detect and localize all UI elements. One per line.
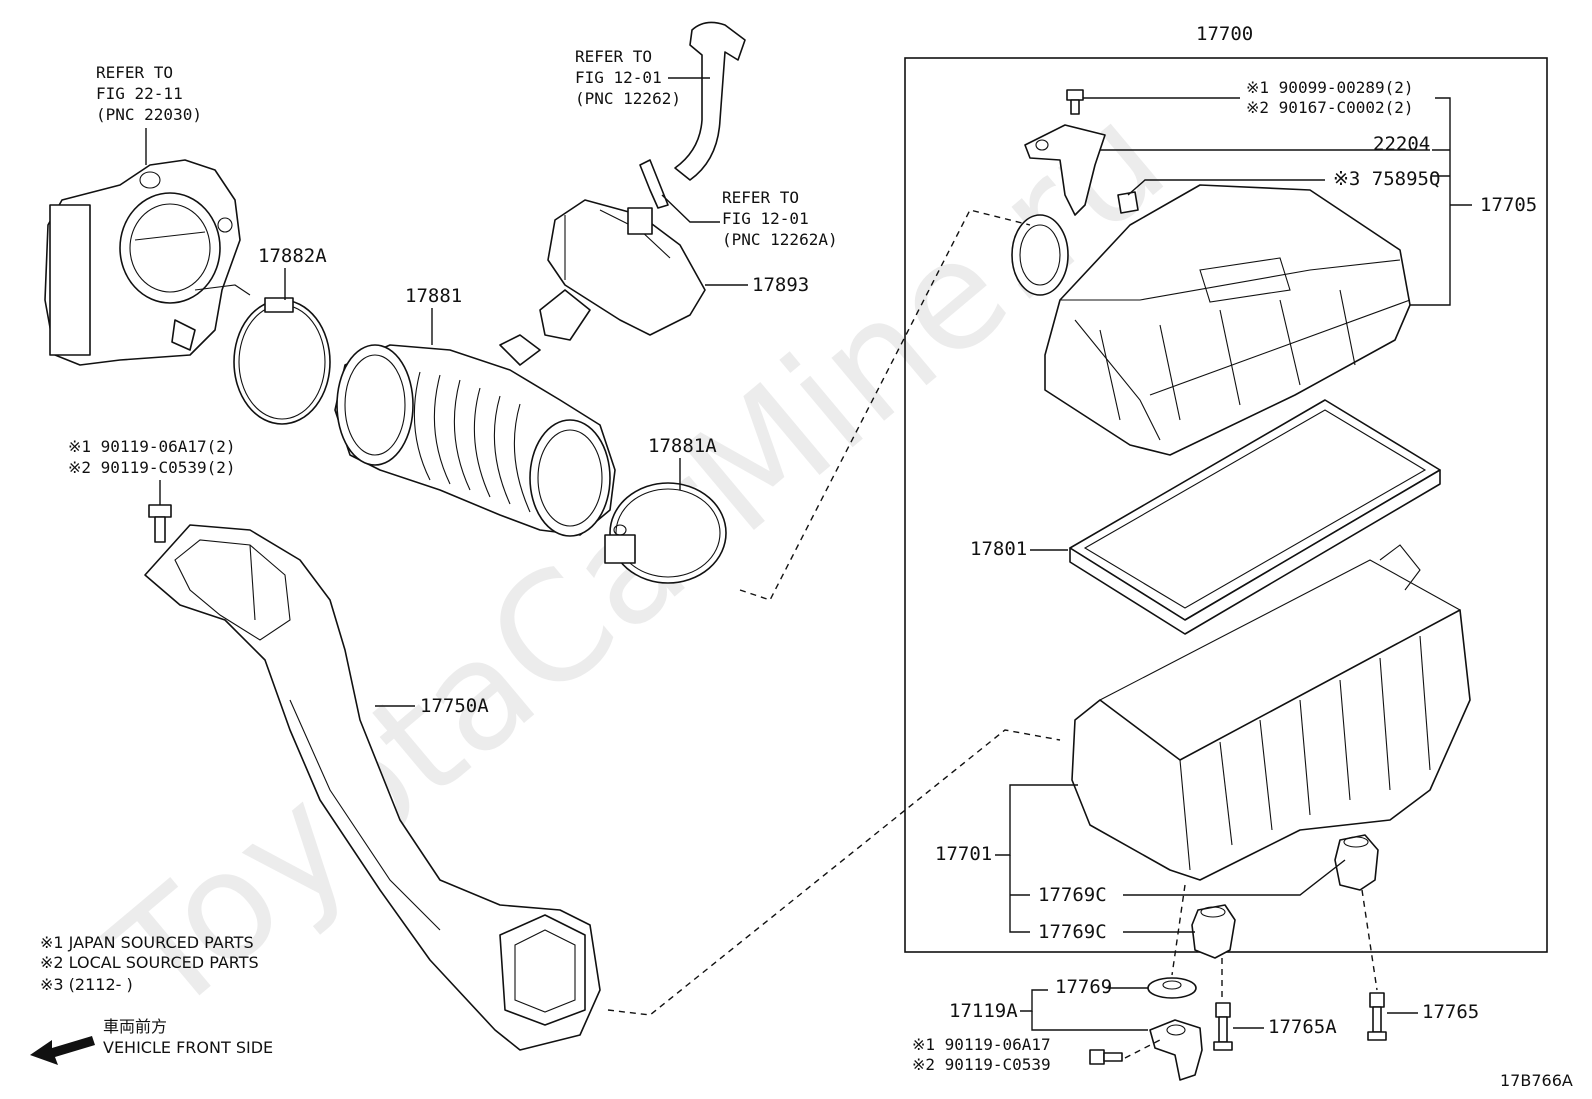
grommet-right	[1334, 834, 1379, 891]
direction-jp: 車両前方	[103, 1017, 167, 1036]
bracket-17119a	[1149, 1019, 1203, 1081]
clip-ref-line3: (PNC 12262A)	[722, 230, 838, 249]
bolt-left-line2: ※2 90119-C0539(2)	[68, 458, 236, 477]
part-number-17801[interactable]: 17801	[970, 538, 1027, 560]
clamp-17882a	[233, 297, 331, 425]
throttle-ref-line3: (PNC 22030)	[96, 105, 202, 124]
part-number-17769[interactable]: 17769	[1055, 976, 1112, 998]
part-number-17882a[interactable]: 17882A	[258, 245, 327, 267]
clip-ref-line2: FIG 12-01	[722, 209, 809, 228]
insulator-17769	[1147, 977, 1197, 999]
bolt-left-line1: ※1 90119-06A17(2)	[68, 437, 236, 456]
legend-line1: ※1 JAPAN SOURCED PARTS	[40, 933, 254, 952]
stud-17765	[1367, 992, 1387, 1041]
figure-code: 17B766A	[1500, 1071, 1573, 1090]
clip-ref-line1: REFER TO	[722, 188, 799, 207]
bolt-bottom	[1089, 1049, 1123, 1065]
clamp-17881a	[604, 482, 727, 584]
legend-line2: ※2 LOCAL SOURCED PARTS	[40, 953, 259, 972]
part-number-17769c-2[interactable]: 17769C	[1038, 921, 1107, 943]
air-hose-17881	[334, 334, 616, 537]
stud-17765a	[1213, 1002, 1233, 1051]
cover-bolt	[1066, 89, 1084, 115]
grommet-left	[1191, 904, 1236, 959]
throttle-ref-line1: REFER TO	[96, 63, 173, 82]
part-number-17881a[interactable]: 17881A	[648, 435, 717, 457]
direction-en: VEHICLE FRONT SIDE	[103, 1038, 273, 1057]
connector-bolt-bracket	[1124, 1039, 1161, 1059]
hose-ref-line2: FIG 12-01	[575, 68, 662, 87]
part-number-17701[interactable]: 17701	[935, 843, 992, 865]
air-cleaner-cover	[1011, 184, 1411, 456]
throttle-body	[44, 159, 251, 366]
breather-hose	[639, 21, 746, 209]
bolt-cover-line1: ※1 90099-00289(2)	[1246, 78, 1414, 97]
part-number-17750a[interactable]: 17750A	[420, 695, 489, 717]
part-number-17881[interactable]: 17881	[405, 285, 462, 307]
connector-hose-cover	[739, 209, 1031, 601]
intake-duct-17750a	[144, 524, 601, 1051]
part-number-22204[interactable]: 22204	[1373, 133, 1430, 155]
part-number-75895q[interactable]: ※3 75895Q	[1333, 168, 1440, 190]
part-number-17765[interactable]: 17765	[1422, 1001, 1479, 1023]
air-cleaner-case-17701	[1071, 544, 1471, 881]
connector-grommet-insulator	[1171, 884, 1186, 976]
resonator-17893	[539, 199, 706, 341]
assembly-number[interactable]: 17700	[1196, 23, 1253, 45]
front-arrow-icon	[30, 1036, 95, 1065]
part-number-17893[interactable]: 17893	[752, 274, 809, 296]
maf-sensor-22204	[1024, 124, 1106, 216]
label-75895q	[1117, 191, 1139, 214]
hose-ref-line3: (PNC 12262)	[575, 89, 681, 108]
part-number-17765a[interactable]: 17765A	[1268, 1016, 1337, 1038]
throttle-ref-line2: FIG 22-11	[96, 84, 183, 103]
part-number-17119a[interactable]: 17119A	[949, 1000, 1018, 1022]
connector-grommet-stud	[1361, 889, 1378, 991]
legend-line3: ※3 (2112- )	[40, 975, 133, 994]
air-filter-element-17801	[1069, 399, 1441, 635]
connector-duct-case	[607, 729, 1061, 1016]
part-number-17705[interactable]: 17705	[1480, 194, 1537, 216]
part-number-17769c-1[interactable]: 17769C	[1038, 884, 1107, 906]
bolt-left	[148, 504, 172, 543]
bolt-bottom-line1: ※1 90119-06A17	[912, 1035, 1051, 1054]
bolt-bottom-line2: ※2 90119-C0539	[912, 1055, 1051, 1074]
hose-ref-line1: REFER TO	[575, 47, 652, 66]
bolt-cover-line2: ※2 90167-C0002(2)	[1246, 98, 1414, 117]
